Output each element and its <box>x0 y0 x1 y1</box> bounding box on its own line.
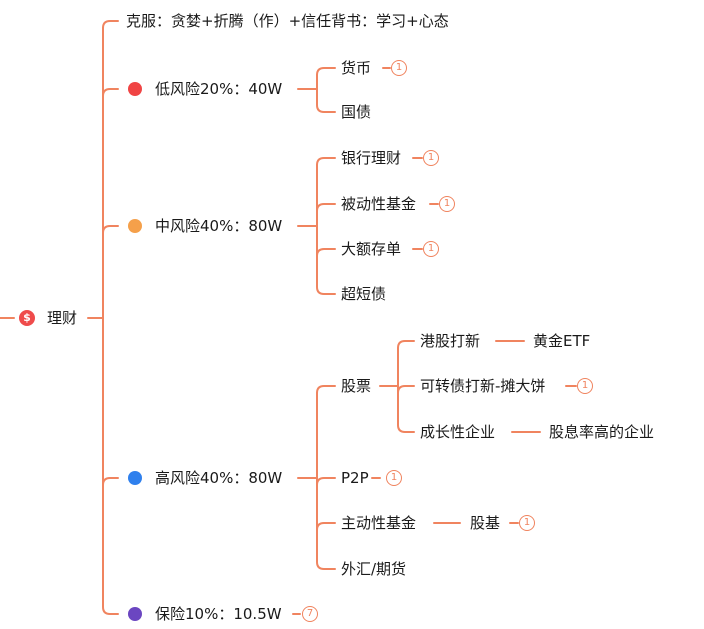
dollar-icon: $ <box>19 310 35 326</box>
high-item-fx-futures[interactable]: 外汇/期货 <box>341 560 407 578</box>
high-item-stocks[interactable]: 股票 <box>341 377 372 395</box>
high-risk-dot <box>128 471 142 485</box>
mid-item-bank-wm-badge[interactable]: 1 <box>423 150 439 166</box>
mid-item-bank-wm[interactable]: 银行理财 <box>341 149 402 167</box>
mid-item-large-cd-badge[interactable]: 1 <box>423 241 439 257</box>
low-risk-node[interactable]: 低风险20%：40W <box>155 80 283 98</box>
low-risk-dot <box>128 82 142 96</box>
top-note-node[interactable]: 克服：贪婪+折腾（作）+信任背书：学习+心态 <box>126 12 449 30</box>
low-item-currency[interactable]: 货币 <box>341 59 372 77</box>
high-item-p2p-badge[interactable]: 1 <box>386 470 402 486</box>
high-item-p2p[interactable]: P2P <box>341 469 369 487</box>
insurance-dot <box>128 607 142 621</box>
mid-item-large-cd[interactable]: 大额存单 <box>341 240 402 258</box>
mid-item-ultra-short-bond[interactable]: 超短债 <box>341 285 387 303</box>
root-node[interactable]: 理财 <box>47 309 78 327</box>
stock-high-dividend[interactable]: 股息率高的企业 <box>549 423 655 441</box>
mid-item-passive-fund-badge[interactable]: 1 <box>439 196 455 212</box>
active-fund-equity-badge[interactable]: 1 <box>519 515 535 531</box>
insurance-node[interactable]: 保险10%：10.5W <box>155 605 282 623</box>
mid-item-passive-fund[interactable]: 被动性基金 <box>341 195 417 213</box>
high-item-active-fund[interactable]: 主动性基金 <box>341 514 417 532</box>
insurance-badge[interactable]: 7 <box>302 606 318 622</box>
mid-risk-node[interactable]: 中风险40%：80W <box>155 217 283 235</box>
stock-growth-company[interactable]: 成长性企业 <box>420 423 496 441</box>
high-risk-node[interactable]: 高风险40%：80W <box>155 469 283 487</box>
active-fund-equity[interactable]: 股基 <box>470 514 501 532</box>
stock-convertible-bond[interactable]: 可转债打新-摊大饼 <box>420 377 546 395</box>
low-item-treasury[interactable]: 国债 <box>341 103 372 121</box>
low-item-currency-badge[interactable]: 1 <box>391 60 407 76</box>
stock-convertible-bond-badge[interactable]: 1 <box>577 378 593 394</box>
stock-hk-ipo[interactable]: 港股打新 <box>420 332 481 350</box>
mid-risk-dot <box>128 219 142 233</box>
stock-gold-etf[interactable]: 黄金ETF <box>533 332 591 350</box>
